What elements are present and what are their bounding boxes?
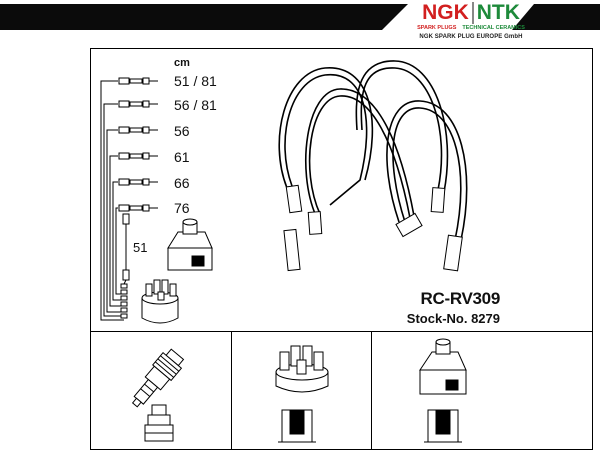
ntk-logo: NTK bbox=[476, 1, 520, 24]
lead-length-4: 61 bbox=[174, 149, 190, 165]
cap-terminal-icon bbox=[278, 409, 316, 443]
lead-connector-2 bbox=[118, 100, 158, 108]
coil-terminal-icon bbox=[424, 409, 462, 443]
ngk-subtitle: SPARK PLUGS bbox=[417, 25, 457, 31]
component-divider-1 bbox=[231, 331, 232, 450]
lead-length-6: 76 bbox=[174, 200, 190, 216]
lead-length-5: 66 bbox=[174, 175, 190, 191]
logo-divider bbox=[471, 2, 474, 24]
lead-length-1: 51 / 81 bbox=[174, 73, 217, 89]
brand-logo: NGK NTK SPARK PLUGS TECHNICAL CERAMICS N… bbox=[415, 2, 527, 44]
lead-length-3: 56 bbox=[174, 123, 190, 139]
coil-lead-length: 51 bbox=[133, 240, 148, 255]
unit-label: cm bbox=[174, 57, 190, 69]
schematic-coil-icon bbox=[167, 218, 213, 271]
lead-connector-1 bbox=[118, 77, 158, 85]
ntk-subtitle: TECHNICAL CERAMICS bbox=[462, 25, 525, 31]
spark-plug-icon bbox=[131, 348, 185, 408]
distributor-cap-icon bbox=[275, 345, 329, 393]
company-name: NGK SPARK PLUG EUROPE GmbH bbox=[419, 34, 523, 40]
header-banner bbox=[0, 4, 600, 30]
component-divider-2 bbox=[371, 331, 372, 450]
ignition-coil-icon bbox=[419, 338, 467, 395]
product-model: RC-RV309 bbox=[420, 289, 501, 308]
wire-set-drawing bbox=[278, 60, 468, 241]
stock-number: Stock-No. 8279 bbox=[406, 311, 500, 326]
components-divider bbox=[90, 331, 593, 332]
lead-length-2: 56 / 81 bbox=[174, 97, 217, 113]
ngk-logo: NGK bbox=[422, 1, 469, 24]
schematic-cap-icon bbox=[141, 279, 179, 324]
spark-plug-terminal-icon bbox=[144, 404, 174, 442]
